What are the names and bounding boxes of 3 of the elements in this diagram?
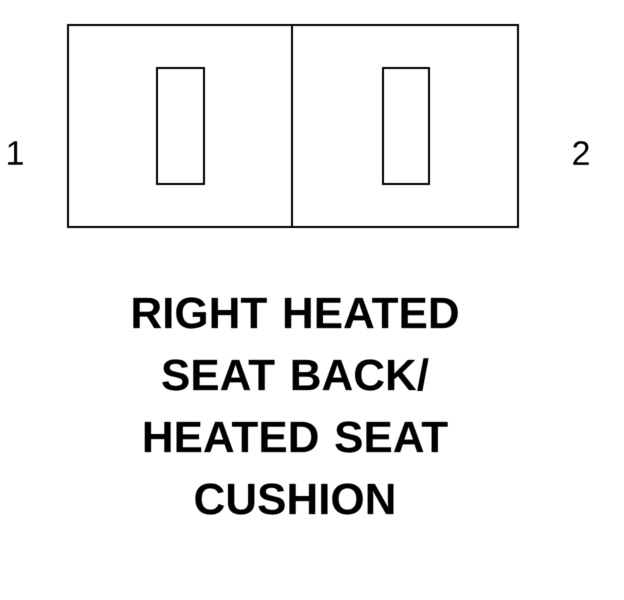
pin-number: 1 bbox=[8, 141, 23, 165]
pin-number: 2 bbox=[573, 141, 589, 165]
title: RIGHT HEATED SEAT BACK/ HEATED SEAT CUSHION bbox=[133, 297, 458, 515]
